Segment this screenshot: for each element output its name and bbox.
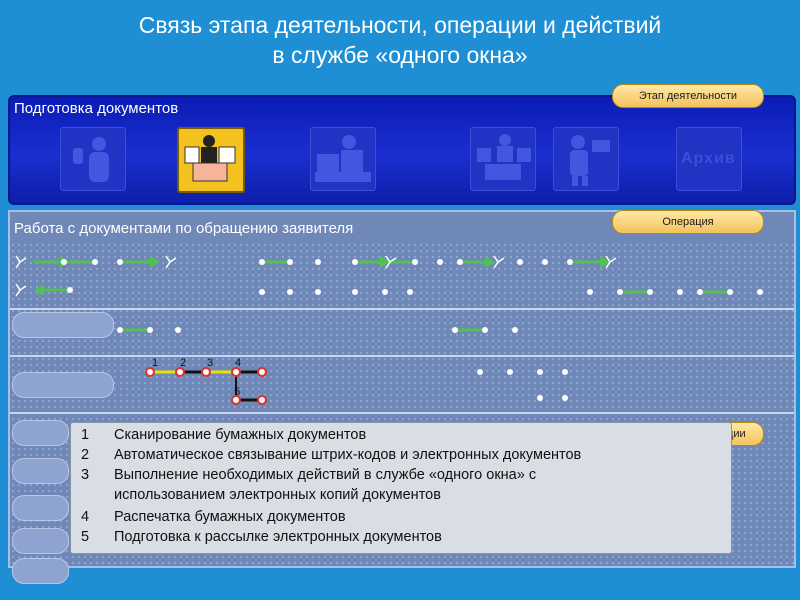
legend-text: использованием электронных копий докумен… (114, 487, 441, 503)
legend-text: Распечатка бумажных документов (114, 509, 346, 525)
step-number-5: 5 (234, 386, 240, 398)
step-number-3: 3 (207, 357, 213, 369)
legend-num: 2 (81, 447, 101, 463)
actions-legend: 1 Сканирование бумажных документов 2 Авт… (70, 422, 732, 554)
step-number-4: 4 (235, 357, 241, 369)
legend-text: Сканирование бумажных документов (114, 427, 366, 443)
legend-text: Выполнение необходимых действий в службе… (114, 467, 536, 483)
legend-num: 4 (81, 509, 101, 525)
flow-row-second (34, 284, 730, 296)
legend-num: 3 (81, 467, 101, 483)
legend-text: Подготовка к рассылке электронных докуме… (114, 529, 442, 545)
legend-num: 5 (81, 529, 101, 545)
action-sequence: 1 2 3 4 5 (146, 357, 266, 404)
legend-text: Автоматическое связывание штрих-кодов и … (114, 447, 581, 463)
step-number-1: 1 (152, 357, 158, 369)
legend-num: 1 (81, 427, 101, 443)
step-number-2: 2 (180, 357, 186, 369)
flow-nodes (61, 259, 763, 401)
